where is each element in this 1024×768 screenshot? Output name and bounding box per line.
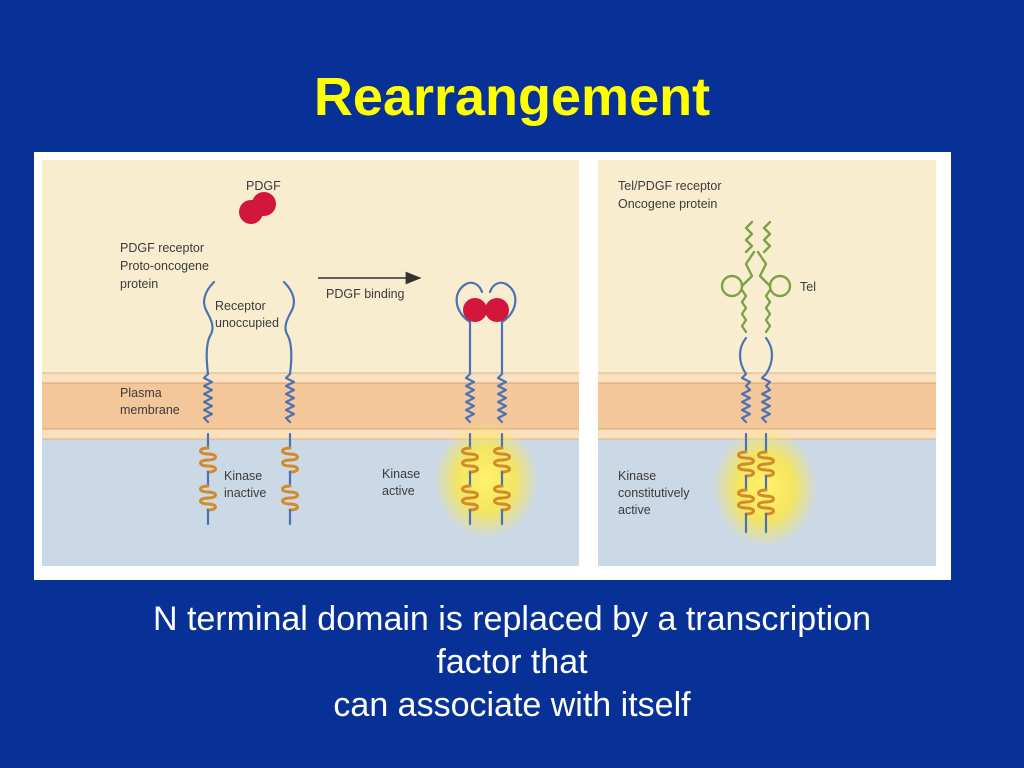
caption-line-2: factor that [436,643,588,681]
figure-illustration: PDGF PDGF receptor Proto-oncogene protei… [42,160,936,566]
caption-line-3: can associate with itself [333,686,691,724]
tel-pdgf-fusion-dimer [720,220,792,534]
slide-title: Rearrangement [313,67,711,127]
unoccupied-receptor-dimer [199,280,299,526]
label-unoccupied: unoccupied [215,316,279,330]
label-plasma: Plasma [120,386,162,400]
label-pdgf-receptor: PDGF receptor [120,241,204,255]
slide-caption: N terminal domain is replaced by a trans… [40,598,984,727]
extracellular-region [42,160,579,373]
plasma-membrane-band [42,383,579,429]
membrane-edge [42,373,579,383]
caption-line-1: N terminal domain is replaced by a trans… [152,600,872,638]
label-active-right: active [618,503,651,517]
label-pdgf-binding: PDGF binding [326,287,405,301]
label-kinase-right: Kinase [618,469,656,483]
label-receptor: Receptor [215,299,266,313]
label-tel-pdgf-receptor: Tel/PDGF receptor [618,179,722,193]
label-proto-oncogene: Proto-oncogene [120,259,209,273]
label-oncogene-protein: Oncogene protein [618,197,717,211]
membrane-edge [42,429,579,439]
label-inactive: inactive [224,486,266,500]
bound-pdgf-ligand [463,298,509,322]
label-protein: protein [120,277,158,291]
ligand-bound-receptor-dimer [455,281,517,526]
label-kinase-left: Kinase [224,469,262,483]
label-active-mid: active [382,484,415,498]
receptor-rearrangement-figure: PDGF PDGF receptor Proto-oncogene protei… [34,152,951,580]
pdgf-ligand [239,192,276,224]
label-membrane: membrane [120,403,180,417]
label-tel: Tel [800,280,816,294]
label-pdgf: PDGF [246,179,281,193]
label-kinase-mid: Kinase [382,467,420,481]
label-constitutively: constitutively [618,486,690,500]
membrane-edge [598,373,936,383]
kinase-activation-glow [434,422,538,538]
